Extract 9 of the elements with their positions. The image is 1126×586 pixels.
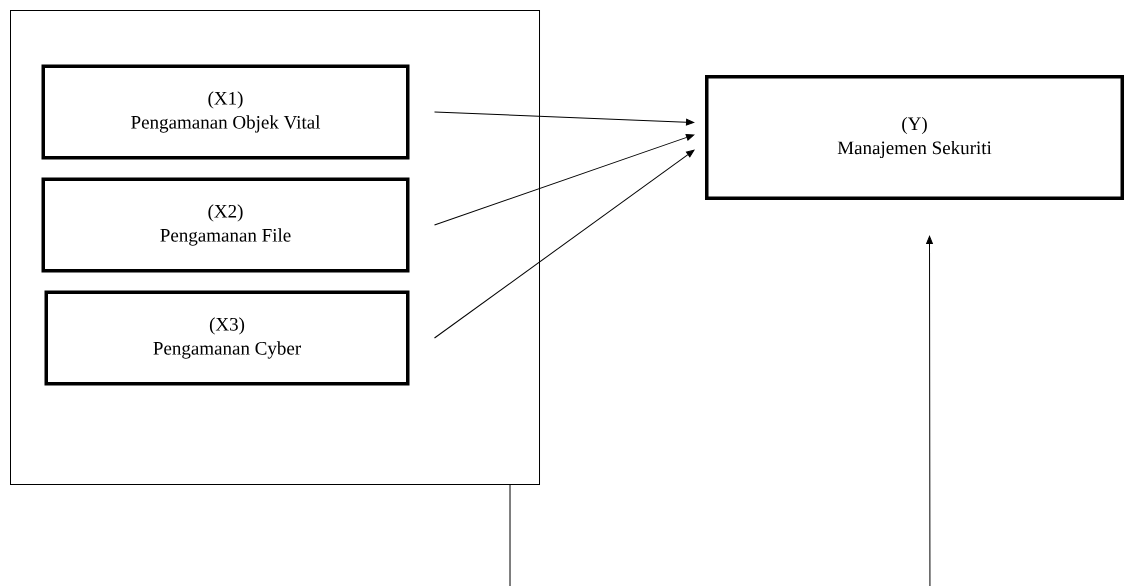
container-box xyxy=(10,10,540,485)
variable-box: (X1) Pengamanan Objek Vital xyxy=(41,64,410,160)
arrow xyxy=(434,111,695,126)
arrow xyxy=(509,235,933,586)
variable-box: (X3) Pengamanan Cyber xyxy=(44,290,410,386)
variable-box: (Y) Manajemen Sekuriti xyxy=(705,75,1124,200)
arrow xyxy=(434,134,695,226)
arrow xyxy=(434,149,695,339)
variable-box: (X2) Pengamanan File xyxy=(41,177,410,273)
